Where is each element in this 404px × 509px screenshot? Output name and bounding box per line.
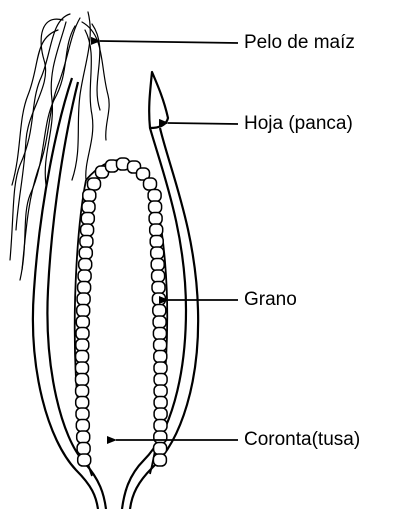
kernel [154,420,167,432]
kernel [76,397,89,409]
kernel [80,236,93,248]
kernel [76,362,89,374]
kernel [76,316,89,328]
kernel [76,385,89,397]
kernel [148,190,161,202]
pointer-arrows [100,41,238,440]
kernel [152,282,165,294]
kernel [78,454,91,466]
kernel [88,178,101,190]
kernel [150,236,163,248]
kernel [77,443,90,455]
kernels [76,158,168,466]
kernel [154,397,167,409]
cob-label: Coronta(tusa) [244,430,360,449]
husk-leaves [33,72,198,509]
silk-label: Pelo de maíz [244,33,355,52]
kernel [79,259,92,271]
kernel [153,328,166,340]
kernel [83,190,96,202]
kernel [77,293,90,305]
kernel [154,431,167,443]
kernel [144,178,157,190]
silk-arrow [100,41,238,43]
kernel [76,351,89,363]
kernel [154,443,167,455]
kernel [154,362,167,374]
husk-arrow [168,123,238,124]
kernel [154,339,167,351]
kernel [154,408,167,420]
kernel [81,213,94,225]
kernel [152,270,165,282]
kernel [153,316,166,328]
kernel [76,339,89,351]
kernel [149,201,162,213]
kernel [79,247,92,259]
kernel-label: Grano [244,290,297,309]
kernel [154,351,167,363]
husk-label: Hoja (panca) [244,114,353,133]
silk-strands [10,12,109,280]
kernel [153,305,166,317]
kernel [152,293,165,305]
kernel [77,305,90,317]
kernel [151,247,164,259]
kernel [76,420,89,432]
kernel [81,224,94,236]
kernel [78,270,91,282]
kernel [150,224,163,236]
kernel [154,374,167,386]
kernel [78,282,91,294]
kernel [76,328,89,340]
kernel [154,385,167,397]
kernel [153,454,166,466]
kernel [149,213,162,225]
kernel [76,408,89,420]
kernel [82,201,95,213]
kernel [77,431,90,443]
kernel [76,374,89,386]
kernel [151,259,164,271]
